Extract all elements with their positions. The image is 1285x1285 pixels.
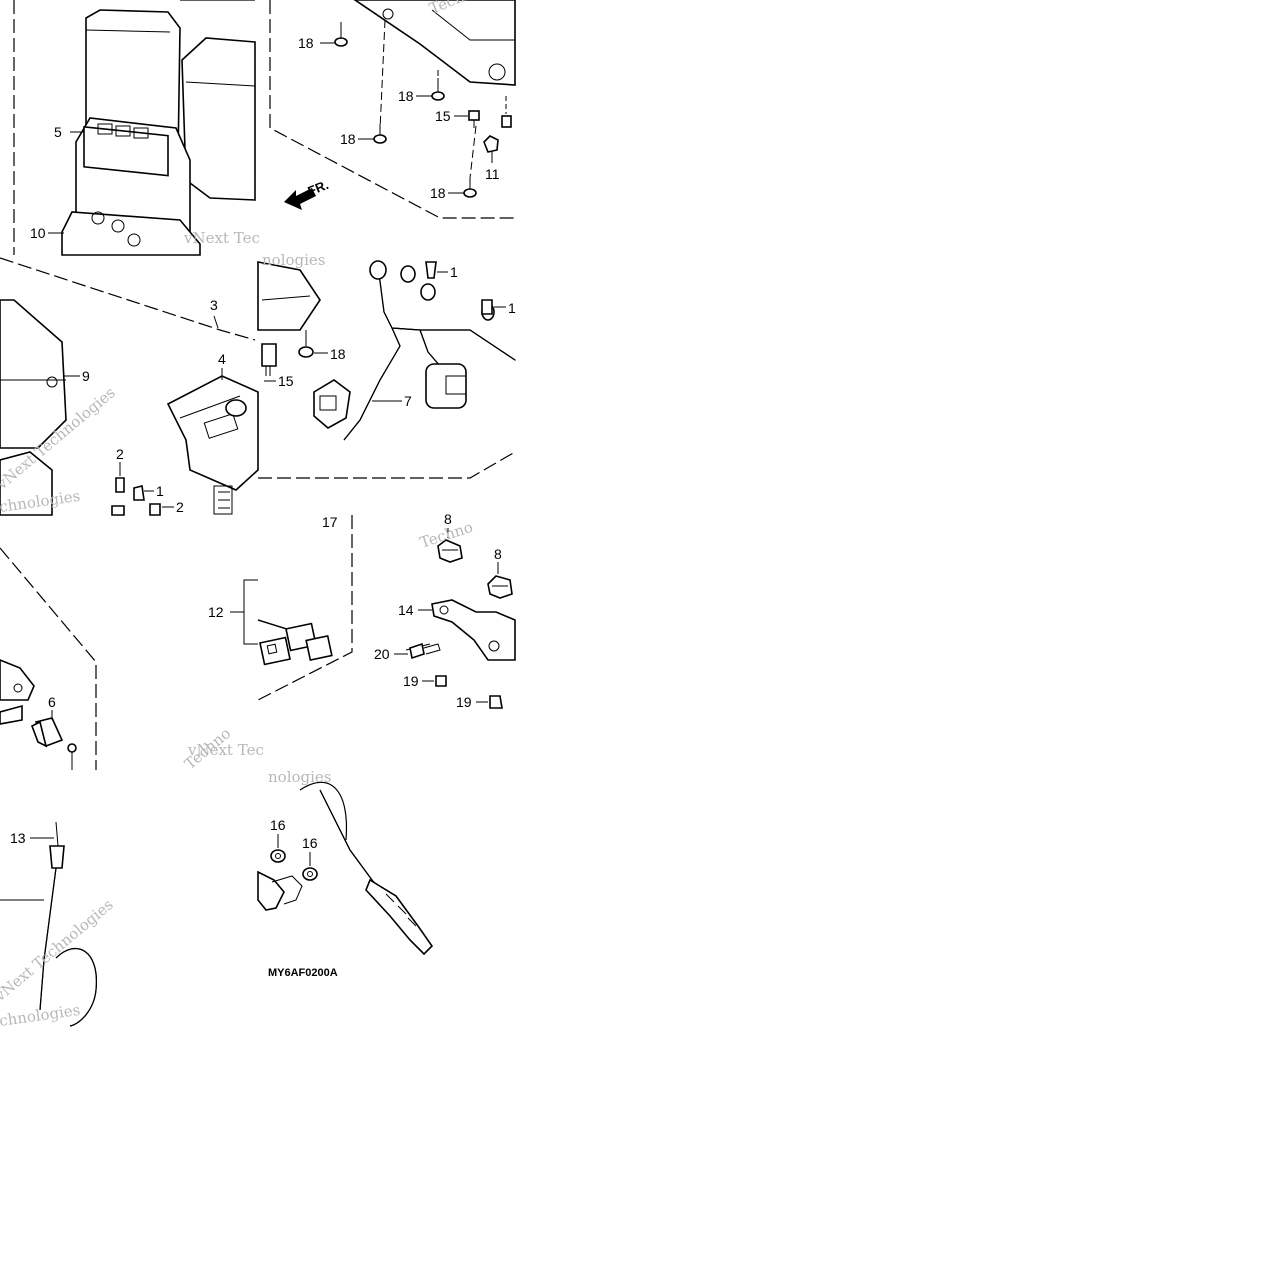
bulb-small — [111, 505, 125, 516]
callout-18-b: 18 — [398, 88, 414, 104]
tile-meter-case — [13, 0, 256, 256]
diagram-code: MY6AF0200A — [268, 967, 338, 979]
watermark: vNext Tec — [183, 229, 260, 247]
callout-2-b: 2 — [176, 499, 184, 515]
watermark: nologies — [262, 251, 326, 269]
callout-16-b: 16 — [302, 835, 318, 851]
watermark: chnologies — [0, 1001, 81, 1030]
callout-2-a: 2 — [116, 446, 124, 462]
callout-8-b: 8 — [494, 546, 502, 562]
callout-11: 11 — [485, 166, 500, 182]
screw-18-d — [463, 178, 477, 198]
callout-17: 17 — [322, 514, 338, 530]
tile-cable-fitting — [0, 547, 97, 770]
front-direction-arrow — [284, 188, 316, 210]
socket-1-a — [133, 485, 145, 501]
callout-16-a: 16 — [270, 817, 286, 833]
callout-10: 10 — [30, 225, 46, 241]
nut-11 — [483, 135, 499, 153]
bolt-right — [501, 96, 512, 128]
bulb-2-a — [115, 477, 125, 493]
callout-20: 20 — [374, 646, 390, 662]
callout-4: 4 — [218, 351, 226, 367]
bulb-1-c — [481, 299, 493, 315]
tile-mount-panel — [269, 0, 516, 219]
bulb-1-b — [425, 261, 437, 279]
callout-9: 9 — [82, 368, 90, 384]
callout-5: 5 — [54, 124, 62, 140]
callout-6: 6 — [48, 694, 56, 710]
callout-19-a: 19 — [403, 673, 419, 689]
watermark: vNext Technologies — [0, 895, 117, 1005]
callout-19-b: 19 — [456, 694, 472, 710]
tile-speedometer-cable — [0, 821, 97, 1027]
watermark: vNext Tec — [187, 741, 264, 759]
bulb-2-b — [149, 503, 161, 516]
screw-18-c — [373, 124, 387, 144]
screw-18-e — [298, 330, 314, 358]
screw-18-b — [431, 78, 445, 101]
tile-stay-bracket — [405, 539, 516, 709]
callout-12: 12 — [208, 604, 224, 620]
callout-1-c: 1 — [508, 300, 516, 316]
callout-7: 7 — [404, 393, 412, 409]
callout-14: 14 — [398, 602, 414, 618]
callout-8-a: 8 — [444, 511, 452, 527]
callout-15-b: 15 — [278, 373, 294, 389]
callout-1-b: 1 — [450, 264, 458, 280]
tile-meter-cover — [0, 257, 259, 516]
callout-18-d: 18 — [430, 185, 446, 201]
callout-13: 13 — [10, 830, 26, 846]
screw-small — [67, 743, 77, 770]
screw-18-a — [334, 22, 348, 47]
callout-18-c: 18 — [340, 131, 356, 147]
watermark: nologies — [268, 768, 332, 786]
front-direction-label: FR. — [306, 177, 331, 199]
callout-18-e: 18 — [330, 346, 346, 362]
tile-grommets-cable — [257, 781, 434, 956]
callout-1-a: 1 — [156, 483, 164, 499]
tile-sub-harness — [243, 515, 353, 701]
callout-3: 3 — [210, 297, 218, 313]
callout-15-a: 15 — [435, 108, 451, 124]
bolt-15 — [468, 110, 480, 128]
callout-18-a: 18 — [298, 35, 314, 51]
tile-wire-harness — [257, 260, 516, 479]
